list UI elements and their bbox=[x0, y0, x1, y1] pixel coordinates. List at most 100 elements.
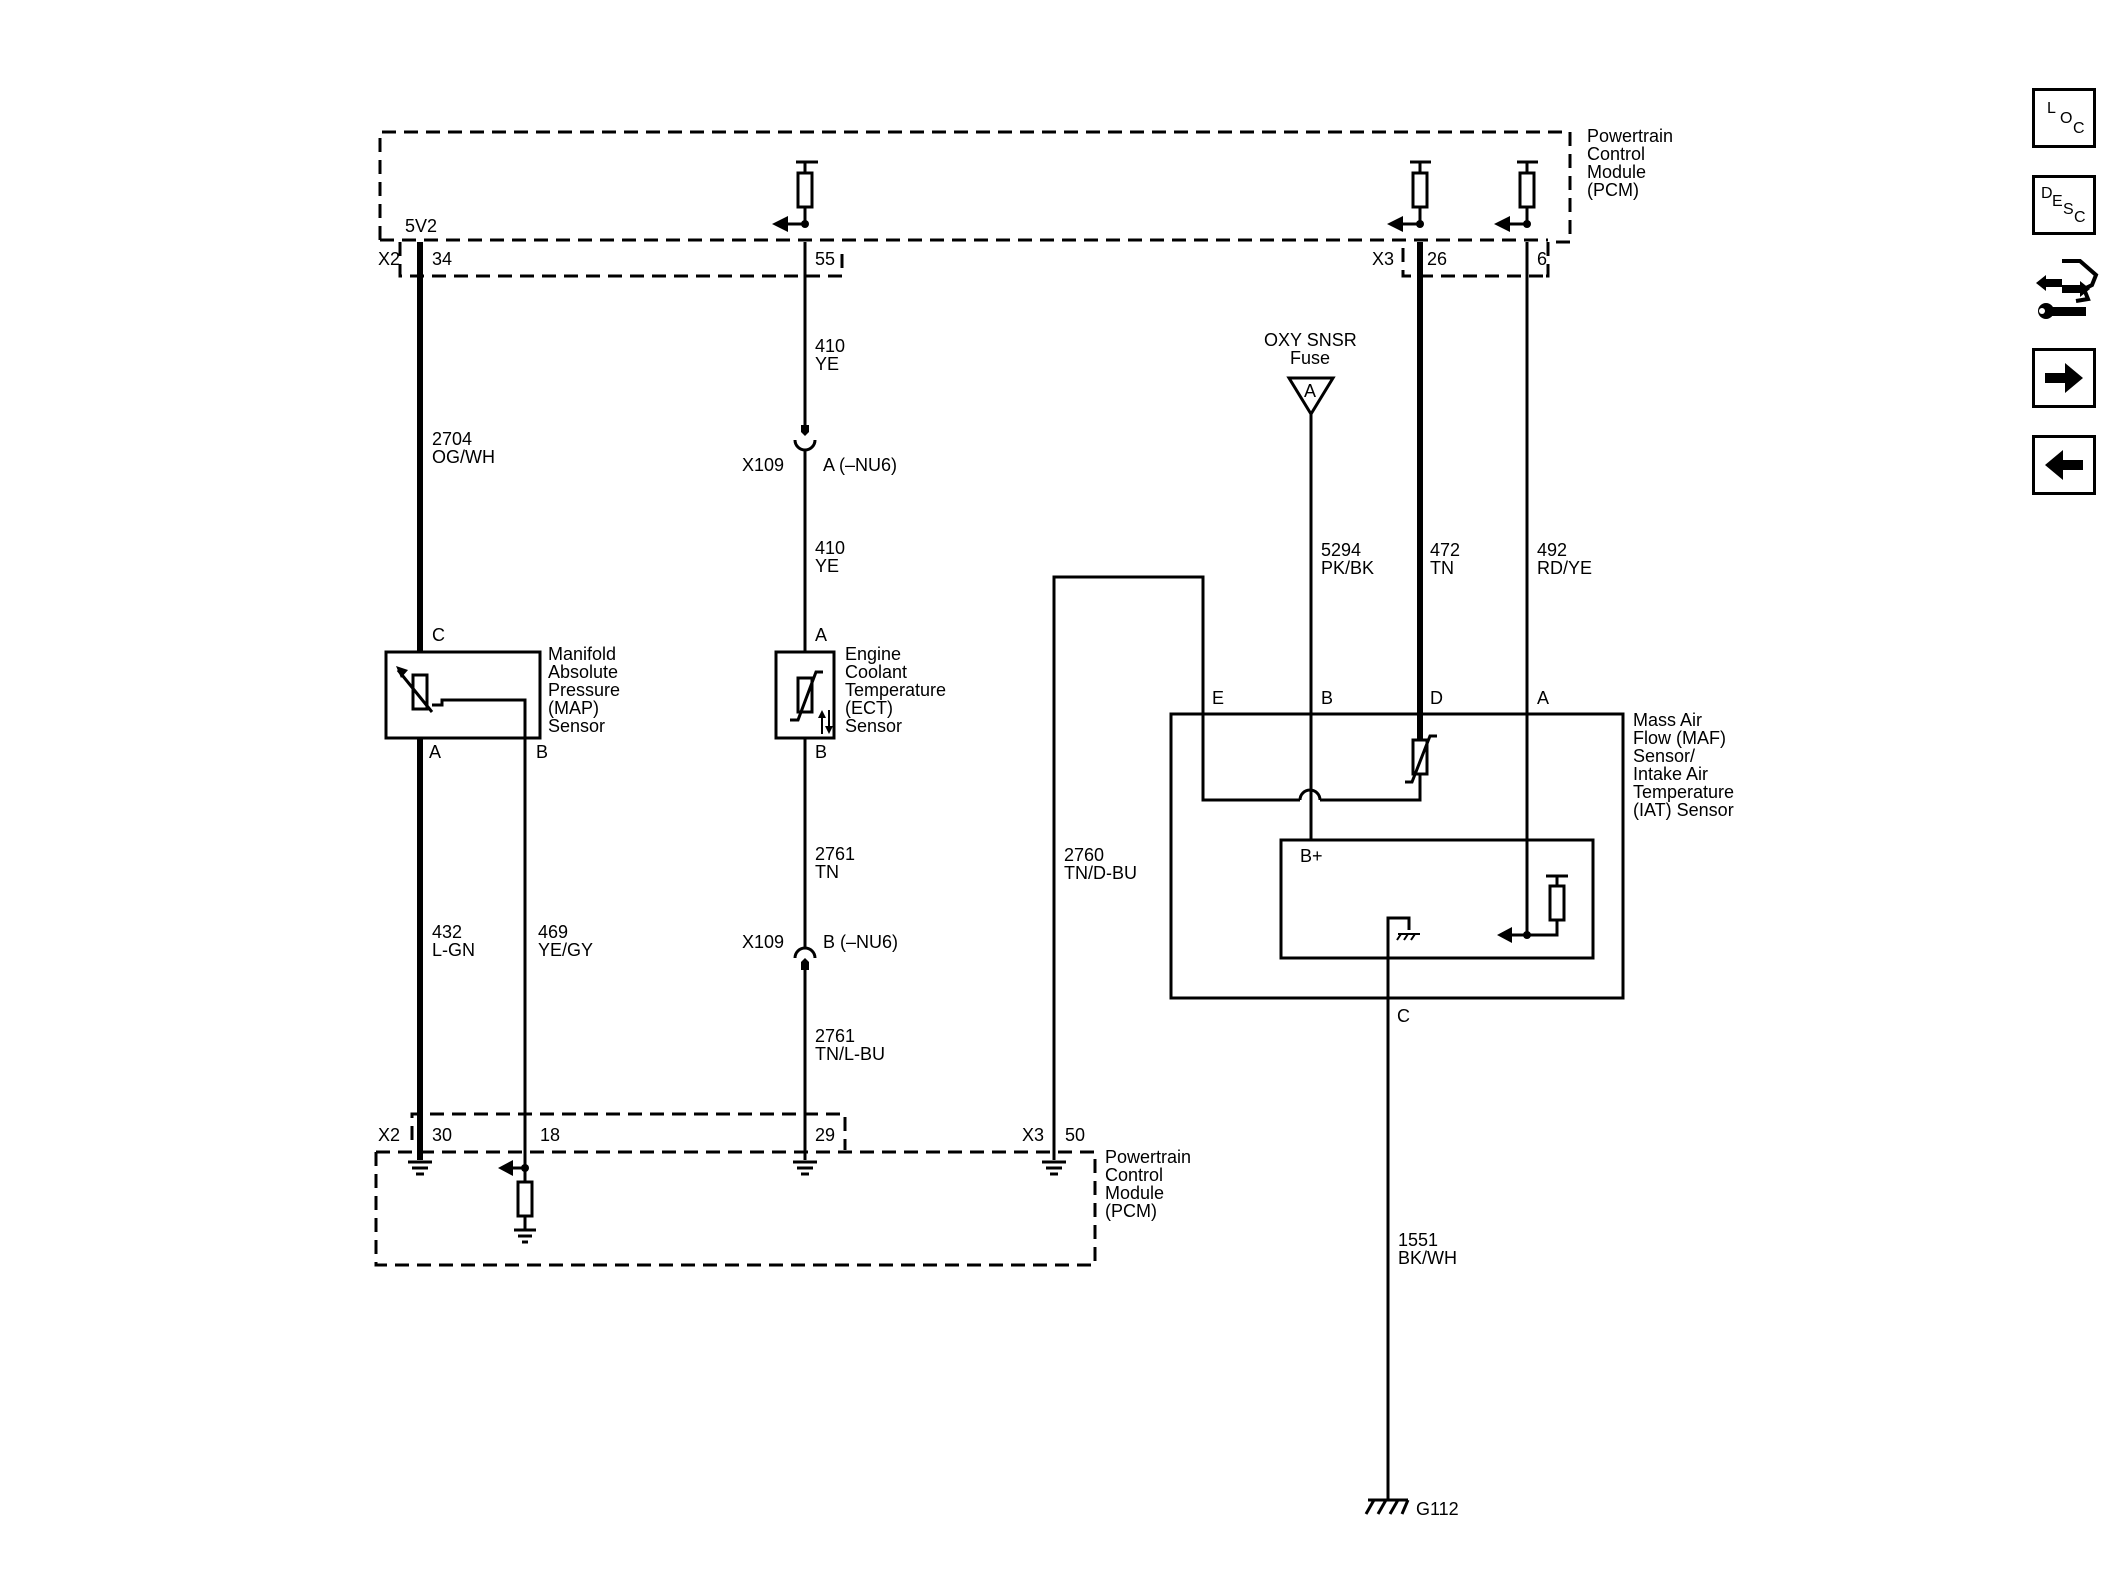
pin-x3-bottom: X3 bbox=[1022, 1125, 1044, 1145]
pcm-top-module: Powertrain Control Module (PCM) bbox=[378, 126, 1673, 278]
x109-b-label: X109 bbox=[742, 932, 784, 952]
wire-492-num: 492 bbox=[1537, 540, 1567, 560]
pcm-top-label-1: Powertrain bbox=[1587, 126, 1673, 146]
wire-5294-color: PK/BK bbox=[1321, 558, 1374, 578]
wire-1551-num: 1551 bbox=[1398, 1230, 1438, 1250]
pcm-ground-30 bbox=[408, 1160, 432, 1176]
svg-text:C: C bbox=[2073, 120, 2085, 137]
pcm-internal-circuit-6 bbox=[1494, 160, 1538, 232]
oxy-sensor-fuse: A bbox=[1286, 376, 1336, 417]
pcm-internal-circuit-55 bbox=[772, 160, 818, 232]
wire-410a-num: 410 bbox=[815, 336, 845, 356]
wire-2761a-num: 2761 bbox=[815, 844, 855, 864]
pcm-ground-29 bbox=[793, 1160, 817, 1176]
pcm-internal-circuit-26 bbox=[1387, 160, 1431, 232]
map-label-5: Sensor bbox=[548, 716, 605, 736]
maf-label-1: Mass Air bbox=[1633, 710, 1702, 730]
ground-label: G112 bbox=[1416, 1499, 1459, 1519]
wire-2761b-num: 2761 bbox=[815, 1026, 855, 1046]
pin-55: 55 bbox=[815, 249, 835, 269]
wire-2760-color: TN/D-BU bbox=[1064, 863, 1137, 883]
connector-wrench-button[interactable] bbox=[2032, 255, 2100, 327]
location-icon: L O C bbox=[2047, 100, 2085, 137]
wire-469-num: 469 bbox=[538, 922, 568, 942]
wire-432-color: L-GN bbox=[432, 940, 475, 960]
pcm-top-label-3: Module bbox=[1587, 162, 1646, 182]
ect-sensor bbox=[774, 650, 836, 740]
description-icon: D E S C bbox=[2041, 185, 2086, 226]
pin-5v2: 5V2 bbox=[405, 216, 437, 236]
ect-label-5: Sensor bbox=[845, 716, 902, 736]
pcm-bottom-label-4: (PCM) bbox=[1105, 1201, 1157, 1221]
maf-label-5: Temperature bbox=[1633, 782, 1734, 802]
ect-label-2: Coolant bbox=[845, 662, 907, 682]
next-button[interactable] bbox=[2032, 348, 2096, 408]
pin-x3-top: X3 bbox=[1372, 249, 1394, 269]
svg-text:S: S bbox=[2063, 201, 2074, 218]
pin-30: 30 bbox=[432, 1125, 452, 1145]
x109-a-label: X109 bbox=[742, 455, 784, 475]
svg-text:O: O bbox=[2060, 110, 2072, 127]
wire-2704-num: 2704 bbox=[432, 429, 472, 449]
maf-sensor bbox=[1169, 712, 1625, 1000]
pin-x2-bottom: X2 bbox=[378, 1125, 400, 1145]
map-label-2: Absolute bbox=[548, 662, 618, 682]
ground-g112-icon bbox=[1364, 1498, 1410, 1515]
maf-pin-c: C bbox=[1397, 1006, 1410, 1026]
pcm-bottom-label-1: Powertrain bbox=[1105, 1147, 1191, 1167]
wire-2761b-color: TN/L-BU bbox=[815, 1044, 885, 1064]
maf-label-4: Intake Air bbox=[1633, 764, 1708, 784]
pin-34: 34 bbox=[432, 249, 452, 269]
fuse-label-1: OXY SNSR bbox=[1264, 330, 1357, 350]
pin-18: 18 bbox=[540, 1125, 560, 1145]
map-label-1: Manifold bbox=[548, 644, 616, 664]
arrow-right-icon bbox=[2045, 363, 2083, 393]
maf-pin-e: E bbox=[1212, 688, 1224, 708]
fuse-label-2: Fuse bbox=[1290, 348, 1330, 368]
pcm-bottom-label-2: Control bbox=[1105, 1165, 1163, 1185]
fuse-pin-a: A bbox=[1304, 381, 1316, 401]
wire-5294-num: 5294 bbox=[1321, 540, 1361, 560]
ect-label-3: Temperature bbox=[845, 680, 946, 700]
map-pin-b: B bbox=[536, 742, 548, 762]
previous-button[interactable] bbox=[2032, 435, 2096, 495]
pcm-ground-50 bbox=[1042, 1160, 1066, 1176]
map-sensor bbox=[384, 650, 542, 740]
maf-label-3: Sensor/ bbox=[1633, 746, 1695, 766]
pcm-top-label-2: Control bbox=[1587, 144, 1645, 164]
pcm-internal-circuit-18 bbox=[498, 1160, 536, 1244]
pin-29: 29 bbox=[815, 1125, 835, 1145]
maf-pin-d: D bbox=[1430, 688, 1443, 708]
wire-1551-color: BK/WH bbox=[1398, 1248, 1457, 1268]
wire-472-num: 472 bbox=[1430, 540, 1460, 560]
svg-text:L: L bbox=[2047, 100, 2056, 117]
wire-469-color: YE/GY bbox=[538, 940, 593, 960]
description-button[interactable]: D E S C bbox=[2032, 175, 2096, 235]
wire-492-color: RD/YE bbox=[1537, 558, 1592, 578]
x109-a-pin: A (–NU6) bbox=[823, 455, 897, 475]
pcm-bottom-module: Powertrain Control Module (PCM) bbox=[374, 1112, 1191, 1267]
wire-2761a-color: TN bbox=[815, 862, 839, 882]
wire-432-num: 432 bbox=[432, 922, 462, 942]
wire-410b-num: 410 bbox=[815, 538, 845, 558]
map-pin-a: A bbox=[429, 742, 441, 762]
location-button[interactable]: L O C bbox=[2032, 88, 2096, 148]
wire-410b-color: YE bbox=[815, 556, 839, 576]
pin-50: 50 bbox=[1065, 1125, 1085, 1145]
connector-wrench-icon bbox=[2036, 259, 2099, 319]
map-pin-c: C bbox=[432, 625, 445, 645]
svg-text:E: E bbox=[2052, 193, 2063, 210]
pcm-top-label-4: (PCM) bbox=[1587, 180, 1639, 200]
wire-2704-color: OG/WH bbox=[432, 447, 495, 467]
svg-text:C: C bbox=[2074, 209, 2086, 226]
wire-2760-num: 2760 bbox=[1064, 845, 1104, 865]
pin-26: 26 bbox=[1427, 249, 1447, 269]
ect-label-4: (ECT) bbox=[845, 698, 893, 718]
map-label-3: Pressure bbox=[548, 680, 620, 700]
ect-pin-b: B bbox=[815, 742, 827, 762]
x109-b-pin: B (–NU6) bbox=[823, 932, 898, 952]
maf-label-6: (IAT) Sensor bbox=[1633, 800, 1734, 820]
pin-x2-top: X2 bbox=[378, 249, 400, 269]
pcm-bottom-label-3: Module bbox=[1105, 1183, 1164, 1203]
